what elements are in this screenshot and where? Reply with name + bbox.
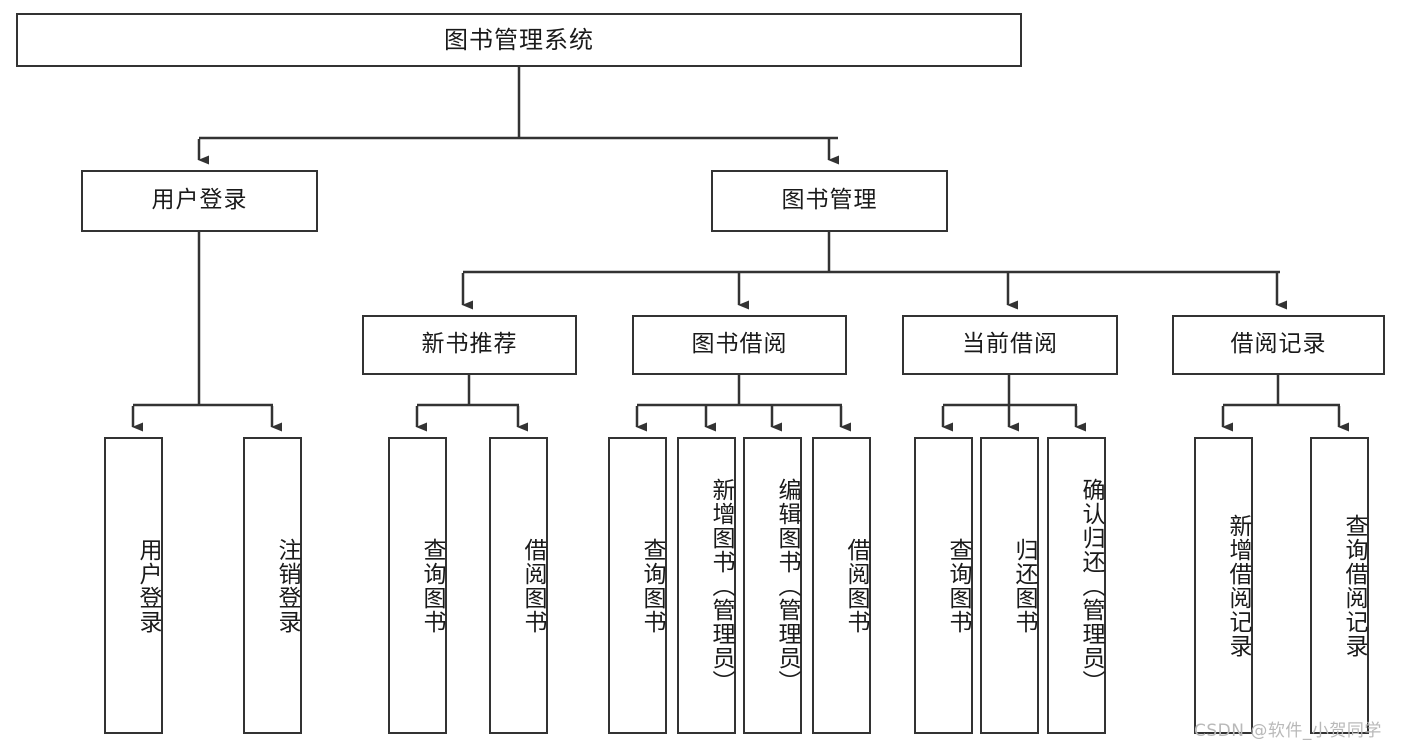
leaf-book-borrow-lend[interactable]: 借阅图书 (812, 437, 871, 734)
node-current-borrow[interactable]: 当前借阅 (902, 315, 1118, 375)
leaf-borrow-record-add[interactable]: 新增借阅记录 (1194, 437, 1253, 734)
leaf-new-book-borrow[interactable]: 借阅图书 (489, 437, 548, 734)
leaf-book-borrow-query[interactable]: 查询图书 (608, 437, 667, 734)
leaf-book-borrow-edit[interactable]: 编辑图书（管理员） (743, 437, 802, 734)
csdn-watermark: CSDN @软件_小贺同学 (1194, 721, 1382, 741)
node-user-login[interactable]: 用户登录 (81, 170, 318, 232)
node-current-borrow-label: 当前借阅 (962, 331, 1058, 358)
leaf-current-borrow-confirm-return[interactable]: 确认归还（管理员） (1047, 437, 1106, 734)
leaf-label: 编辑图书（管理员） (774, 477, 800, 694)
node-new-book-recommend-label: 新书推荐 (421, 331, 518, 358)
leaf-user-login-signout[interactable]: 注销登录 (243, 437, 302, 734)
leaf-new-book-query[interactable]: 查询图书 (388, 437, 447, 734)
leaf-current-borrow-return[interactable]: 归还图书 (980, 437, 1039, 734)
leaf-label: 新增借阅记录 (1225, 513, 1251, 658)
node-user-login-label: 用户登录 (151, 187, 248, 214)
leaf-label: 查询图书 (945, 537, 971, 634)
leaf-label: 借阅图书 (843, 537, 869, 634)
node-borrow-record-label: 借阅记录 (1230, 331, 1327, 358)
node-book-borrow-label: 图书借阅 (691, 331, 788, 358)
leaf-book-borrow-add[interactable]: 新增图书（管理员） (677, 437, 736, 734)
leaf-user-login-signin[interactable]: 用户登录 (104, 437, 163, 734)
node-root-label: 图书管理系统 (444, 25, 594, 54)
node-new-book-recommend[interactable]: 新书推荐 (362, 315, 577, 375)
leaf-current-borrow-query[interactable]: 查询图书 (914, 437, 973, 734)
node-book-borrow[interactable]: 图书借阅 (632, 315, 847, 375)
leaf-label: 借阅图书 (520, 537, 546, 634)
leaf-label: 查询图书 (419, 537, 445, 634)
node-book-management[interactable]: 图书管理 (711, 170, 948, 232)
leaf-borrow-record-query[interactable]: 查询借阅记录 (1310, 437, 1369, 734)
leaf-label: 注销登录 (274, 537, 300, 634)
leaf-label: 用户登录 (135, 537, 161, 634)
leaf-label: 查询图书 (639, 537, 665, 634)
node-book-management-label: 图书管理 (781, 187, 878, 214)
node-borrow-record[interactable]: 借阅记录 (1172, 315, 1385, 375)
leaf-label: 归还图书 (1011, 537, 1037, 634)
leaf-label: 查询借阅记录 (1341, 513, 1367, 658)
leaf-label: 确认归还（管理员） (1078, 477, 1104, 694)
node-root[interactable]: 图书管理系统 (16, 13, 1022, 67)
leaf-label: 新增图书（管理员） (708, 477, 734, 694)
